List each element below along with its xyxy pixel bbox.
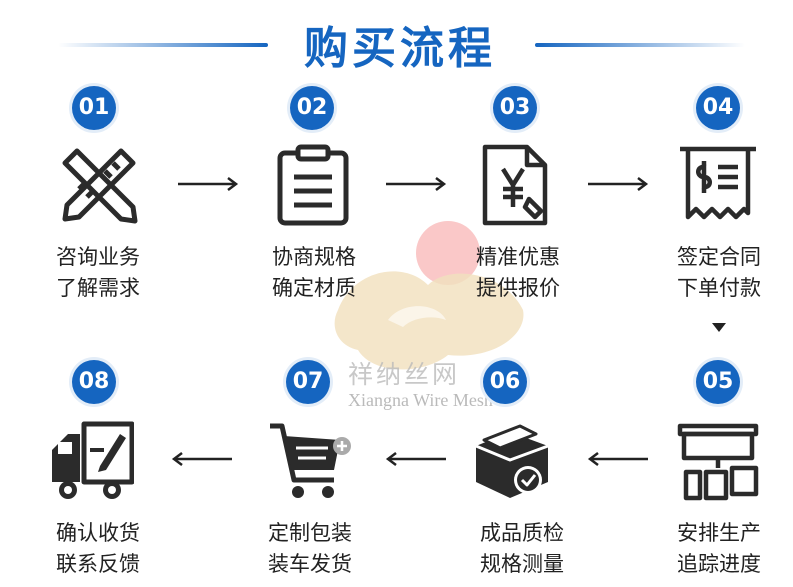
step-08-line1: 确认收货 xyxy=(56,521,140,545)
ruler-pencil-icon xyxy=(62,148,138,224)
arrow-left-icon xyxy=(171,452,232,466)
step-05-label: 安排生产 追踪进度 xyxy=(644,518,793,580)
clipboard-icon xyxy=(277,144,349,226)
step-02-badge: 02 xyxy=(290,86,334,130)
step-04-label: 签定合同 下单付款 xyxy=(644,242,793,304)
title-divider-right xyxy=(535,43,745,47)
arrow-left-icon xyxy=(385,452,446,466)
step-01-badge: 01 xyxy=(72,86,116,130)
step-03-line2: 提供报价 xyxy=(476,276,560,300)
page-title: 购买流程 xyxy=(304,23,496,74)
step-06-line2: 规格测量 xyxy=(480,552,564,576)
step-06-line1: 成品质检 xyxy=(480,521,564,545)
watermark-cn: 祥纳丝网 xyxy=(348,360,461,389)
delivery-truck-icon xyxy=(52,421,134,499)
step-06-badge: 06 xyxy=(483,360,527,404)
watermark-en: Xiangna Wire Mesh xyxy=(348,390,493,410)
step-01-line2: 了解需求 xyxy=(56,276,140,300)
step-01-label: 咨询业务 了解需求 xyxy=(23,242,173,304)
step-02-line2: 确定材质 xyxy=(272,276,356,300)
step-07-line1: 定制包装 xyxy=(268,521,352,545)
step-03-label: 精准优惠 提供报价 xyxy=(443,242,593,304)
step-02-label: 协商规格 确定材质 xyxy=(239,242,389,304)
step-07-label: 定制包装 装车发货 xyxy=(235,518,385,580)
step-04-line2: 下单付款 xyxy=(677,276,761,300)
step-07-badge: 07 xyxy=(286,360,330,404)
title-bar: 购买流程 xyxy=(0,10,793,80)
devices-icon xyxy=(677,423,759,501)
step-01-line1: 咨询业务 xyxy=(56,245,140,269)
step-05-badge: 05 xyxy=(696,360,740,404)
step-04-badge: 04 xyxy=(696,86,740,130)
step-05-line1: 安排生产 xyxy=(677,521,761,545)
arrow-down-icon xyxy=(712,323,726,332)
box-check-icon xyxy=(475,424,549,498)
title-divider-left xyxy=(58,43,268,47)
arrow-right-icon xyxy=(386,177,447,191)
arrow-right-icon xyxy=(178,177,239,191)
arrow-left-icon xyxy=(587,452,648,466)
watermark-logo-icon xyxy=(334,221,524,370)
step-08-badge: 08 xyxy=(72,360,116,404)
step-03-badge: 03 xyxy=(493,86,537,130)
step-06-label: 成品质检 规格测量 xyxy=(447,518,597,580)
receipt-icon xyxy=(680,146,756,220)
step-04-line1: 签定合同 xyxy=(677,245,761,269)
step-07-line2: 装车发货 xyxy=(268,552,352,576)
yuan-document-icon xyxy=(482,144,548,226)
step-03-line1: 精准优惠 xyxy=(476,245,560,269)
arrow-right-icon xyxy=(588,177,649,191)
step-02-line1: 协商规格 xyxy=(272,245,356,269)
step-05-line2: 追踪进度 xyxy=(677,552,761,576)
step-08-line2: 联系反馈 xyxy=(56,552,140,576)
step-08-label: 确认收货 联系反馈 xyxy=(23,518,173,580)
shopping-cart-icon xyxy=(270,423,351,498)
